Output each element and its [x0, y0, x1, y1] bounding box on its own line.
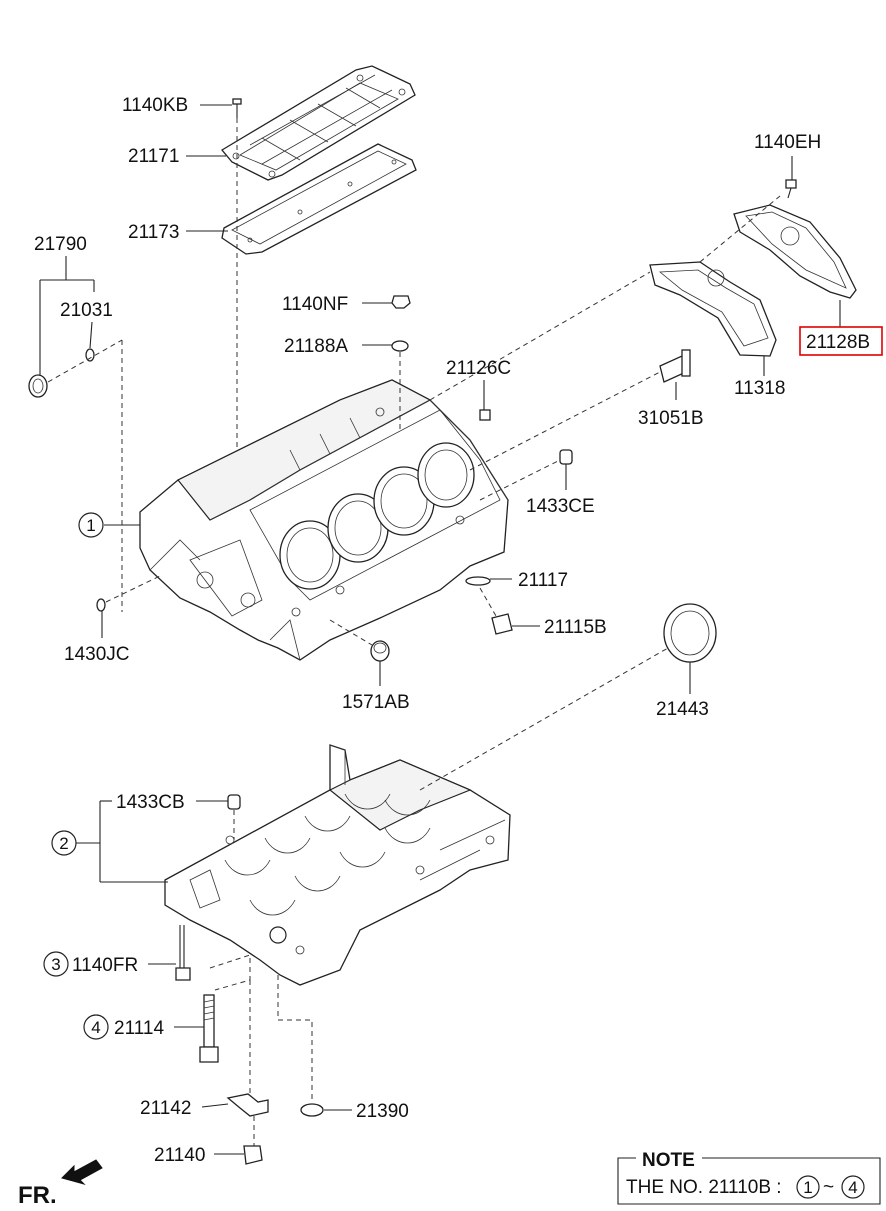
part-labels: 1140KB 21171 21173 21790 21031 1140NF 21… — [34, 95, 821, 1166]
marker-1: 1 — [78, 512, 104, 538]
front-label: FR. — [18, 1182, 57, 1209]
valve-cover — [221, 65, 416, 181]
note-box: NOTE THE NO. 21110B : 1 ~ 4 — [617, 1150, 881, 1205]
label-1571ab: 1571AB — [342, 692, 410, 713]
plug-21126c — [479, 409, 491, 421]
label-11318: 11318 — [734, 378, 785, 399]
pin-21031 — [85, 348, 95, 362]
label-21115b: 21115B — [544, 617, 607, 638]
note-tilde: ~ — [823, 1177, 834, 1198]
marker-3: 3 — [43, 951, 69, 977]
lower-crankcase — [164, 744, 511, 986]
front-arrow-icon — [61, 1159, 103, 1185]
plug-1140nf — [391, 295, 411, 309]
svg-text:2: 2 — [59, 834, 68, 853]
note-prefix: THE NO. 21110B : — [626, 1177, 782, 1198]
marker-2: 2 — [51, 830, 77, 856]
valve-cover-gasket — [221, 143, 417, 255]
bracket-21142 — [226, 1093, 269, 1117]
bolt-1140eh — [785, 179, 797, 199]
svg-text:4: 4 — [91, 1018, 100, 1037]
label-1430jc: 1430JC — [64, 644, 130, 665]
note-range-end: 4 — [848, 1178, 857, 1197]
label-21390: 21390 — [356, 1101, 409, 1122]
cylinder-block — [139, 379, 509, 661]
note-title: NOTE — [642, 1150, 695, 1171]
label-31051b: 31051B — [638, 408, 704, 429]
label-1140eh: 1140EH — [754, 132, 821, 153]
dowel-1433ce — [559, 449, 573, 465]
label-21117: 21117 — [518, 570, 568, 591]
highlight-box — [799, 326, 883, 356]
label-21140: 21140 — [154, 1145, 205, 1166]
bolt-1140kb — [232, 98, 242, 118]
label-21128b: 21128B — [806, 332, 870, 353]
label-21173: 21173 — [128, 222, 179, 243]
plug-1571ab — [370, 640, 390, 662]
bolt-21114 — [199, 994, 219, 1063]
label-1433ce: 1433CE — [526, 496, 595, 517]
timing-cover-gasket-11318 — [649, 261, 777, 357]
label-21188a: 21188A — [284, 336, 348, 357]
oil-seal-21443 — [663, 603, 717, 663]
pipe-31051b — [659, 349, 691, 383]
label-1140kb: 1140KB — [122, 95, 188, 116]
washer-21188a — [391, 340, 409, 352]
label-21031: 21031 — [60, 300, 113, 321]
pin-1430jc — [96, 598, 106, 612]
label-1433cb: 1433CB — [116, 792, 185, 813]
highlighted-part-21128b: 21128B — [799, 326, 883, 356]
seal-21790 — [28, 374, 48, 398]
label-21443: 21443 — [656, 699, 709, 720]
label-21790: 21790 — [34, 234, 87, 255]
bolt-1140fr — [175, 925, 191, 981]
svg-text:3: 3 — [51, 955, 60, 974]
label-21126c: 21126C — [446, 358, 511, 379]
label-1140fr: 1140FR — [72, 955, 138, 976]
svg-text:1: 1 — [86, 516, 95, 535]
label-1140nf: 1140NF — [282, 294, 348, 315]
valve-21115b — [491, 613, 513, 635]
gasket-21117 — [465, 576, 491, 586]
label-21171: 21171 — [128, 146, 179, 167]
label-21142: 21142 — [140, 1098, 191, 1119]
dowel-1433cb — [227, 794, 241, 810]
front-direction-indicator: FR. — [18, 1159, 103, 1209]
label-21114: 21114 — [114, 1018, 164, 1039]
drain-plug-21140 — [243, 1145, 263, 1165]
gasket-21390 — [300, 1103, 324, 1117]
cover-21128b — [733, 204, 857, 299]
leader-lines — [39, 104, 841, 1155]
note-range-start: 1 — [803, 1178, 812, 1197]
marker-4: 4 — [83, 1014, 109, 1040]
